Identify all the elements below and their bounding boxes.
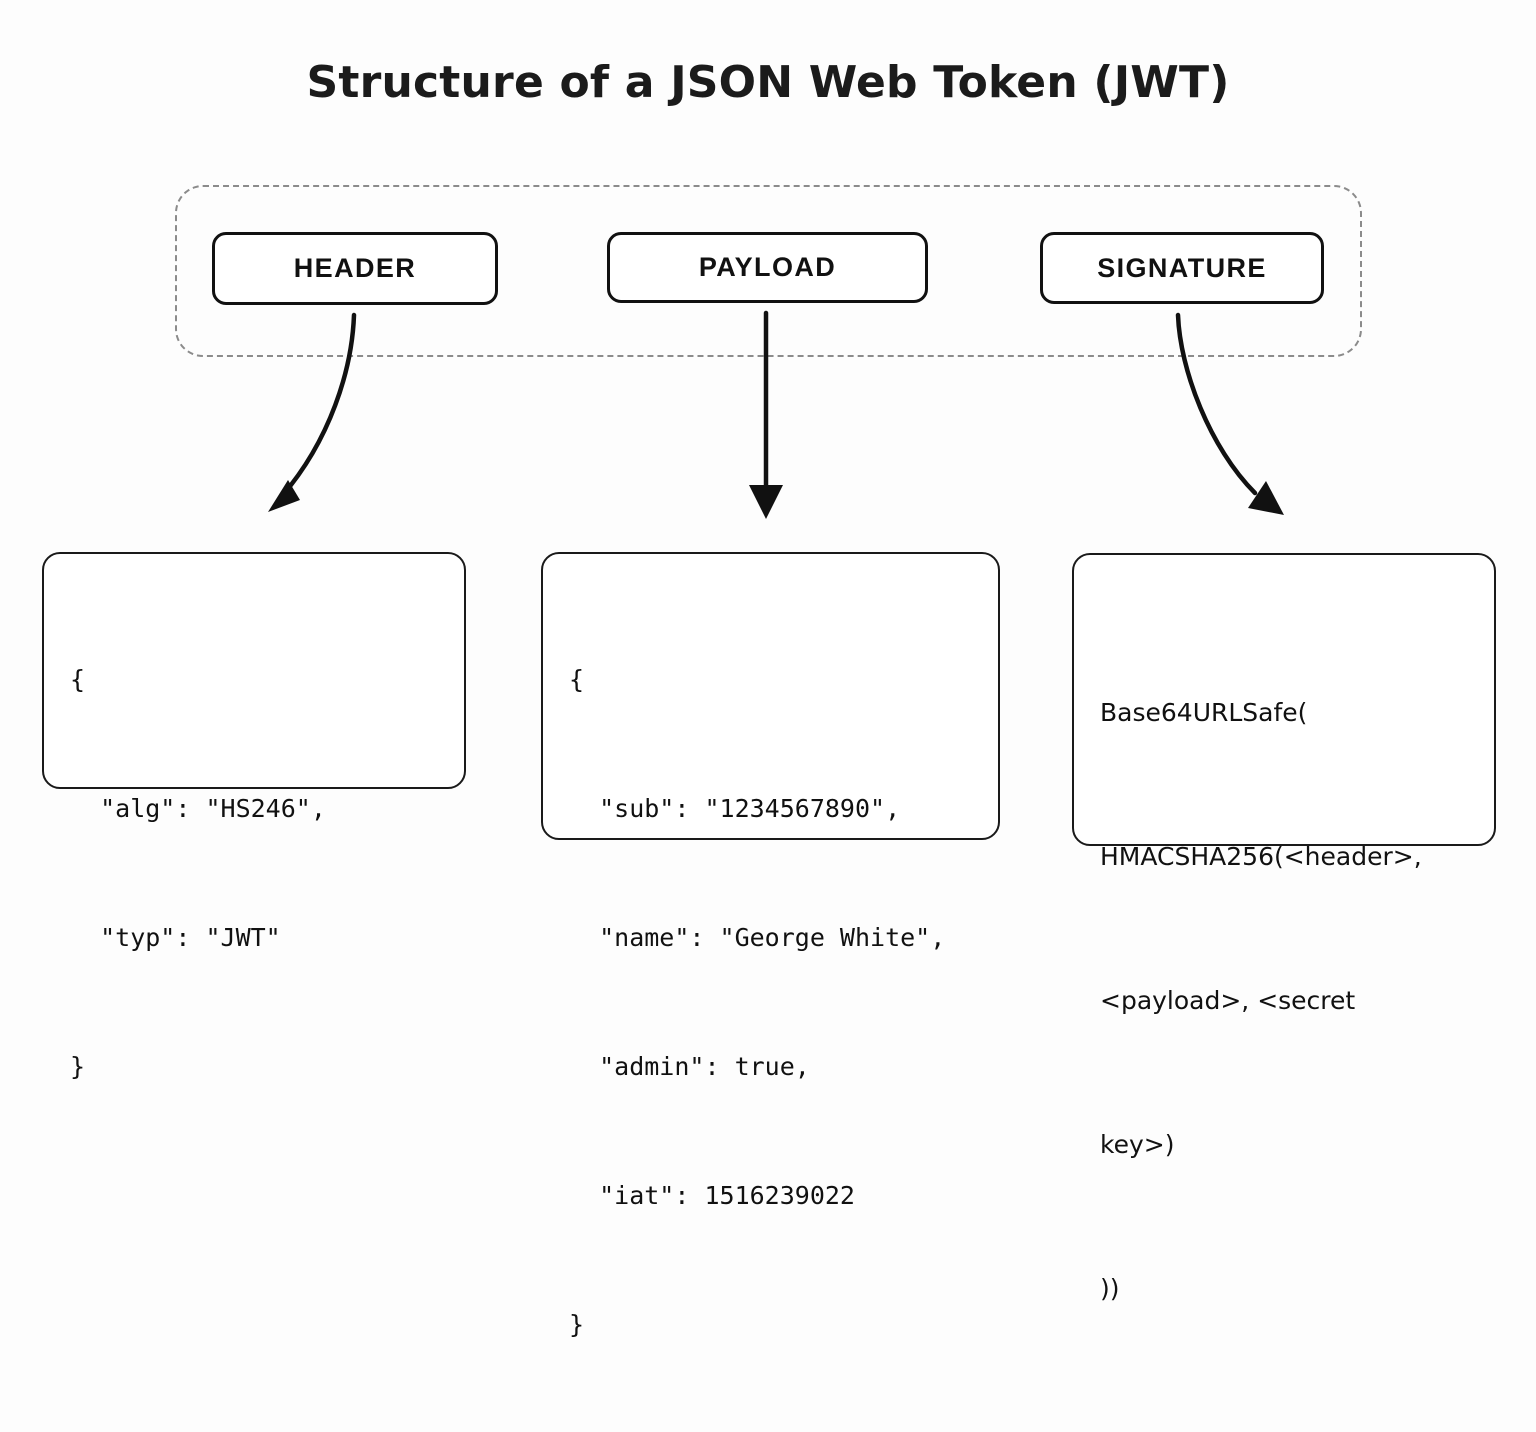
code-line: <payload>, <secret	[1100, 986, 1356, 1015]
part-chip-payload[interactable]: PAYLOAD	[607, 232, 928, 303]
part-chip-header[interactable]: HEADER	[212, 232, 498, 305]
code-line: }	[569, 1310, 585, 1339]
code-line: key>)	[1100, 1130, 1175, 1159]
code-line: HMACSHA256(<header>,	[1100, 842, 1422, 871]
jwt-parts-group	[175, 185, 1362, 357]
code-line: "alg": "HS246",	[70, 794, 326, 823]
code-line: {	[569, 665, 585, 694]
part-chip-signature[interactable]: SIGNATURE	[1040, 232, 1324, 304]
code-line: {	[70, 665, 86, 694]
code-line: "typ": "JWT"	[70, 923, 281, 952]
code-line: "sub": "1234567890",	[569, 794, 901, 823]
code-line: ))	[1100, 1274, 1120, 1303]
header-code-box: { "alg": "HS246", "typ": "JWT" }	[42, 552, 466, 1081]
signature-code-box: Base64URLSafe( HMACSHA256(<header>, <pay…	[1072, 553, 1496, 1303]
code-line: "admin": true,	[569, 1052, 810, 1081]
code-line: Base64URLSafe(	[1100, 698, 1308, 727]
diagram-canvas: Structure of a JSON Web Token (JWT) HEAD…	[42, 57, 1496, 1339]
code-line: "iat": 1516239022	[569, 1181, 855, 1210]
code-line: }	[70, 1052, 86, 1081]
code-line: "name": "George White",	[569, 923, 946, 952]
page-title: Structure of a JSON Web Token (JWT)	[306, 57, 1230, 108]
payload-code-box: { "sub": "1234567890", "name": "George W…	[541, 552, 1000, 1339]
